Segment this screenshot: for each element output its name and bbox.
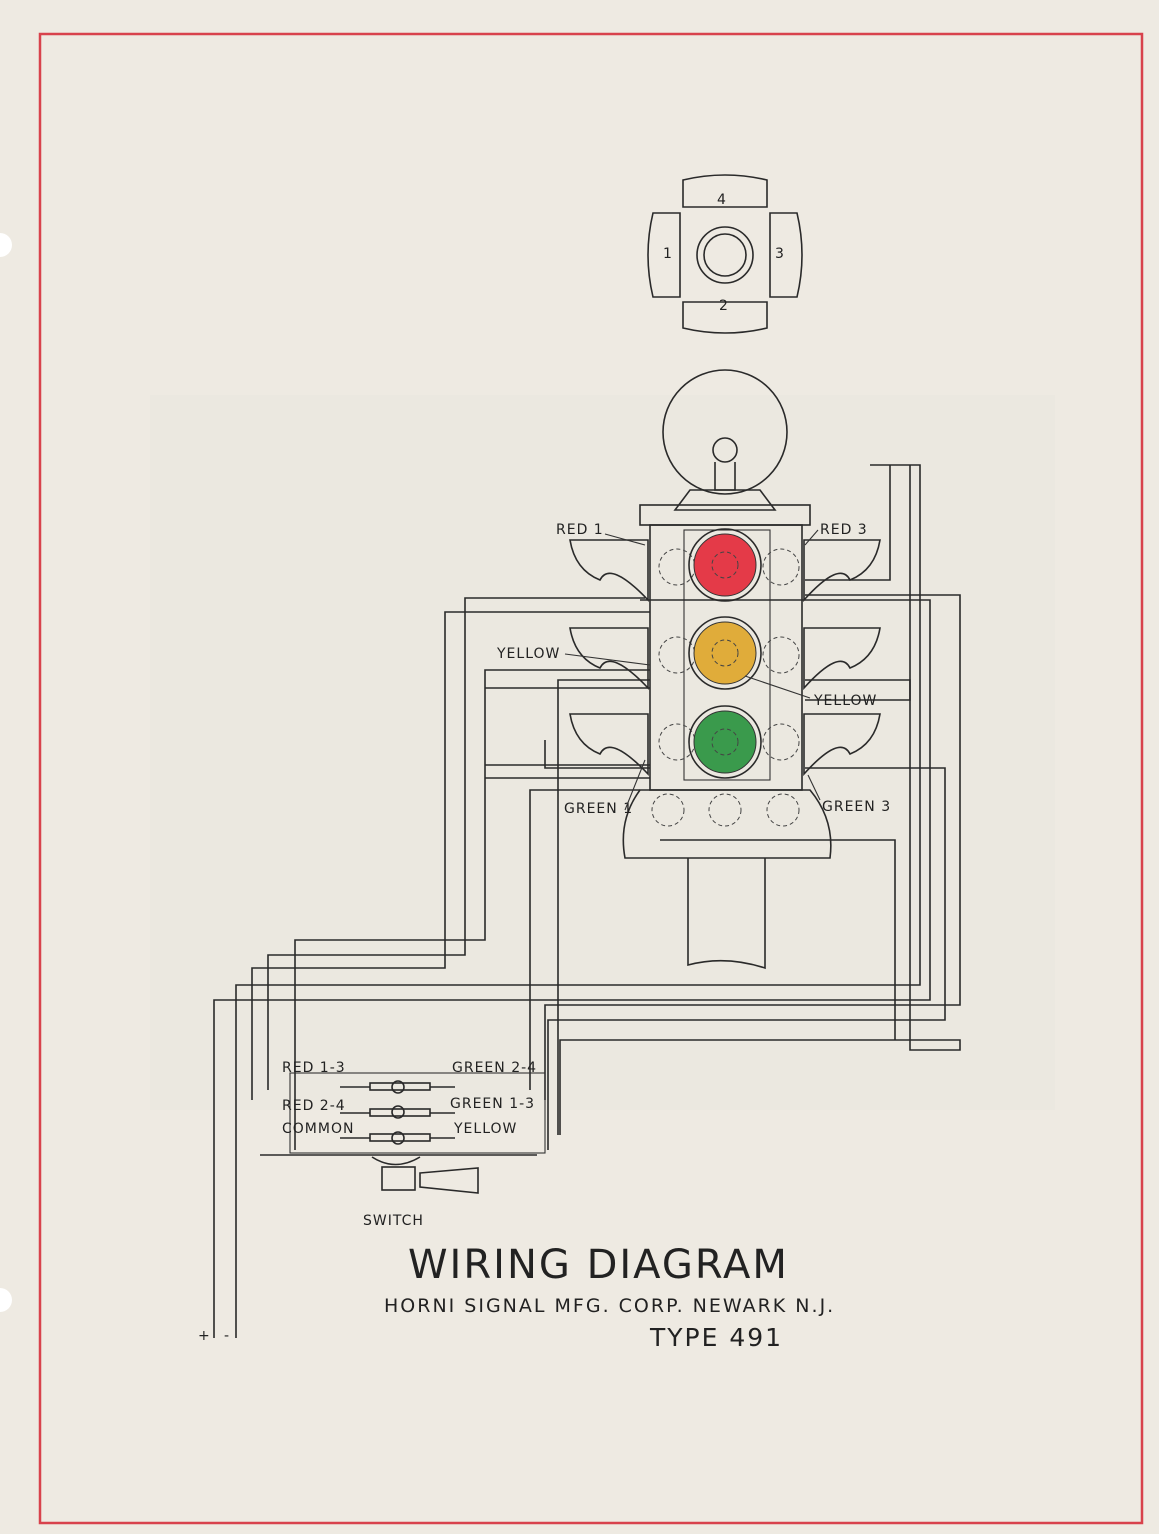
terminal-green-1-3: GREEN 1-3 bbox=[450, 1096, 535, 1112]
quadrant-3: 3 bbox=[775, 246, 785, 262]
print-area bbox=[150, 395, 1055, 1110]
switch-label: SWITCH bbox=[363, 1213, 424, 1229]
quadrant-2: 2 bbox=[719, 298, 729, 314]
plus-terminal: + bbox=[198, 1328, 211, 1344]
green-lens bbox=[693, 710, 757, 774]
terminal-common: COMMON bbox=[282, 1121, 354, 1137]
yellow-lens bbox=[693, 621, 757, 685]
type-number: TYPE 491 bbox=[649, 1323, 783, 1352]
terminal-yellow: YELLOW bbox=[453, 1121, 517, 1137]
red-lens bbox=[693, 533, 757, 597]
terminal-green-2-4: GREEN 2-4 bbox=[452, 1060, 537, 1076]
minus-terminal: - bbox=[224, 1328, 230, 1344]
globe-lamp bbox=[662, 369, 788, 511]
binder-hole bbox=[0, 233, 12, 257]
label-red-1: RED 1 bbox=[556, 522, 604, 538]
signal-head bbox=[569, 504, 881, 970]
quadrant-1: 1 bbox=[663, 246, 673, 262]
wires bbox=[213, 464, 961, 1338]
label-green-1: GREEN 1 bbox=[564, 801, 633, 817]
page-border bbox=[38, 32, 1144, 1525]
manufacturer: HORNI SIGNAL MFG. CORP. NEWARK N.J. bbox=[384, 1295, 835, 1317]
switch[interactable]: RED 1-3 RED 2-4 COMMON GREEN 2-4 GREEN 1… bbox=[260, 1060, 546, 1194]
terminal-red-1-3: RED 1-3 bbox=[282, 1060, 346, 1076]
title: WIRING DIAGRAM bbox=[408, 1242, 789, 1288]
quadrant-4: 4 bbox=[717, 192, 727, 208]
label-green-3: GREEN 3 bbox=[822, 799, 891, 815]
terminal-red-2-4: RED 2-4 bbox=[282, 1098, 346, 1114]
label-red-3: RED 3 bbox=[820, 522, 868, 538]
label-yellow-right: YELLOW bbox=[813, 693, 877, 709]
binder-hole bbox=[0, 1288, 12, 1312]
quadrant-plan-view: 1 2 3 4 bbox=[647, 174, 803, 334]
label-yellow-left: YELLOW bbox=[496, 646, 560, 662]
